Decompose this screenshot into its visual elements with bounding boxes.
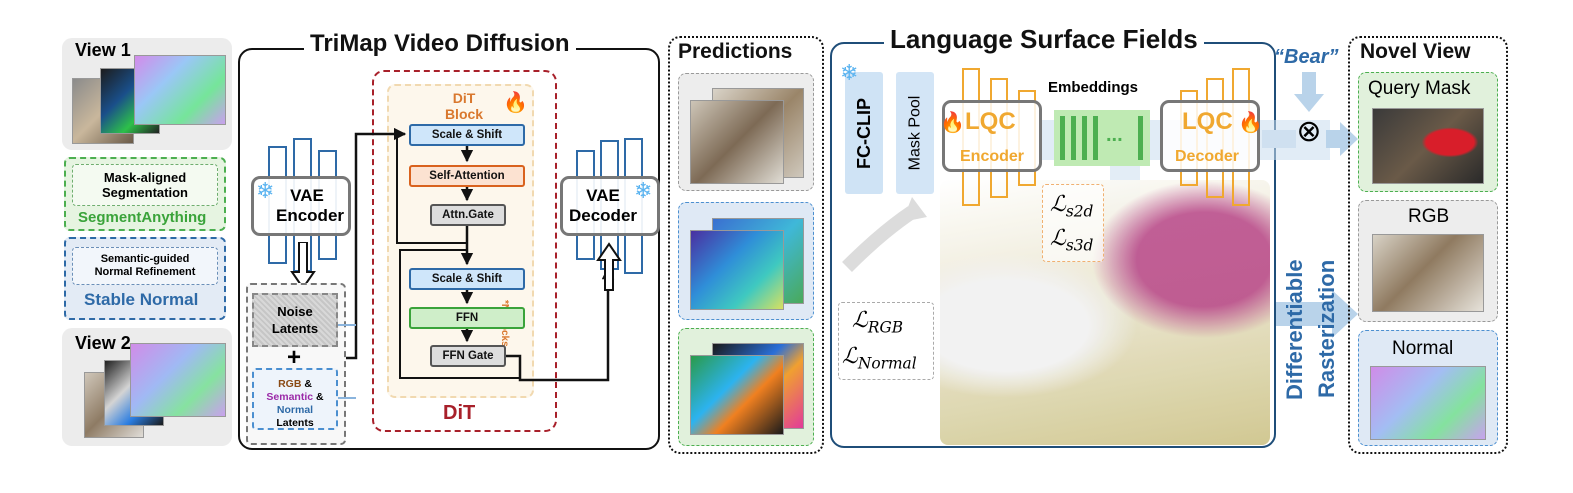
segment-anything-label: SegmentAnything [78,209,207,226]
ffn-gate-block: FFN Gate [430,345,506,367]
ffn-block: FFN [409,307,525,329]
curved-arrow [842,197,927,272]
loss-normal-label: ℒNormal [842,344,917,373]
fire-icon: 🔥 [940,112,965,134]
lqc-decoder-box [1160,100,1260,172]
embedding-token-4 [1093,116,1098,160]
noise-latents-label: Noise Latents [271,304,319,336]
self-attention-block: Self-Attention [409,165,525,187]
prediction-normal-image-front [690,230,784,310]
query-down-arrow [1294,72,1324,112]
ampersand-1: & [301,378,312,390]
rgb-label: RGB [1408,206,1450,227]
lsf-title: Language Surface Fields [884,24,1204,55]
rgb-image [1372,234,1484,312]
loss-s3d-label: ℒs3d [1050,226,1094,255]
snowflake-icon: ❄ [256,178,275,203]
normal-image [1370,366,1486,440]
mask-pool-label: Mask Pool [906,95,924,171]
embedding-token-3 [1082,116,1087,160]
lqc-encoder-subtitle: Encoder [960,148,1025,165]
view2-normal-image [130,343,226,417]
embeddings-label: Embeddings [1048,79,1139,96]
query-mask-label: Query Mask [1368,78,1471,99]
lqc-encoder-title: LQC [965,108,1016,135]
loss-rgb-label: ℒRGB [852,308,904,337]
view2-label: View 2 [75,333,131,353]
scale-shift-1-block: Scale & Shift [409,124,525,146]
segmentation-description-text: Mask-aligned Segmentation [102,170,188,200]
embedding-ellipsis: ... [1106,124,1123,146]
prediction-seg-image-front [690,355,784,435]
plus-sign: + [287,344,302,371]
dit-label: DiT [443,402,476,424]
dit-container [372,70,557,432]
fire-icon: 🔥 [503,92,528,114]
lqc-encoder-box [942,100,1042,172]
rgb-normal-loss-box [838,302,934,380]
query-right-arrow [1262,122,1358,156]
mask-pool-box: Mask Pool [896,72,934,194]
predictions-title: Predictions [678,40,793,64]
snowflake-icon: ❄ [840,60,859,85]
query-text: “Bear” [1274,46,1339,68]
vae-encoder-label: VAE Encoder [276,186,345,225]
latents-label: Latents [276,417,314,429]
multi-latents-box: RGB & Semantic & Normal Latents [252,368,338,430]
stable-normal-label: Stable Normal [84,290,199,309]
ampersand-2: & [313,391,324,403]
fire-icon: 🔥 [1238,112,1263,134]
otimes-icon: ⊗ [1296,114,1322,148]
raster-right-arrow [1276,290,1358,338]
fc-clip-box: FC-CLIP [845,72,883,194]
lqc-decoder-title: LQC [1182,108,1233,135]
encoder-down-arrow [290,242,316,290]
snowflake-icon: ❄ [634,178,653,203]
normal-refinement-description-text: Semantic-guided Normal Refinement [94,253,196,278]
rgb-latent-label: RGB [278,378,302,390]
normal-latent-label: Normal [276,404,314,416]
scene-3d-render [940,180,1270,445]
semantic-latent-label: Semantic [266,391,314,403]
vae-encoder-box: VAE Encoder [251,176,351,236]
attn-gate-block: Attn.Gate [430,204,506,226]
predictions-panel [668,36,824,454]
rasterization-label: Rasterization [1314,259,1339,398]
differentiable-label: Differentiable [1282,259,1307,400]
loss-s2d-label: ℒs2d [1050,192,1094,221]
dit-block-label: DiT Block [444,90,484,122]
embedding-token-last [1138,116,1143,160]
vae-decoder-label: VAE Decoder [568,186,638,225]
query-mask-image [1372,108,1484,184]
prediction-rgb-image-front [690,100,784,184]
normal-label: Normal [1392,338,1454,359]
embedding-token-2 [1071,116,1076,160]
novel-view-title: Novel View [1360,40,1471,64]
lqc-decoder-subtitle: Decoder [1175,148,1240,165]
semantic-loss-box [1042,184,1104,262]
normal-refinement-description: Semantic-guided Normal Refinement [72,247,218,285]
fc-clip-label: FC-CLIP [853,97,874,169]
noise-latents-box: Noise Latents [252,293,338,347]
vae-decoder-box: VAE Decoder [560,176,660,236]
embedding-token-1 [1060,116,1065,160]
segmentation-description: Mask-aligned Segmentation [72,164,218,206]
decoder-up-arrow [596,242,622,291]
novel-view-panel [1348,36,1508,454]
embeddings-bar [1054,110,1150,166]
view1-label: View 1 [75,40,131,60]
scale-shift-2-block: Scale & Shift [409,268,525,290]
view1-normal-image [134,55,226,125]
trimap-title: TriMap Video Diffusion [304,30,576,58]
